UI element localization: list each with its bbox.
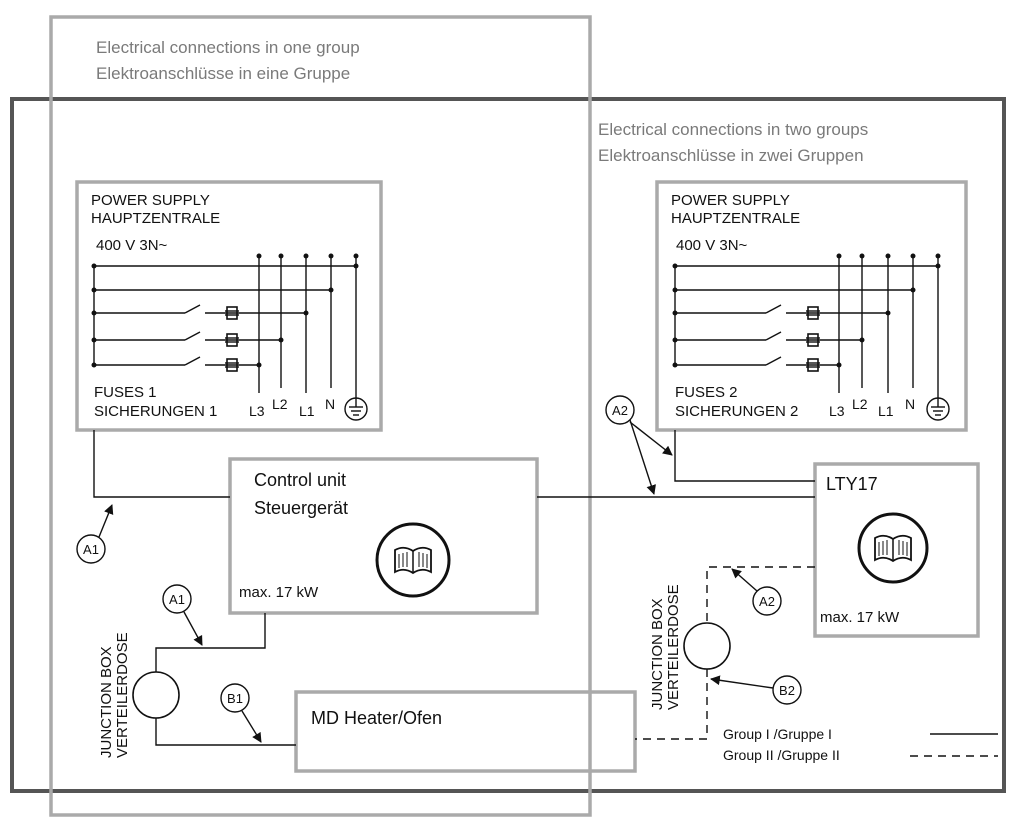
power-supply-2-label-en: POWER SUPPLY xyxy=(671,192,790,209)
terminal-n: N xyxy=(325,396,335,412)
callout-a2-top-label: A2 xyxy=(612,403,628,418)
legend-group-2-label: Group II /Gruppe II xyxy=(723,747,840,763)
power-supply-2-voltage: 400 V 3N~ xyxy=(676,237,748,254)
terminal-l1: L1 xyxy=(878,403,894,419)
earth-icon xyxy=(926,397,950,421)
callout-b2-label: B2 xyxy=(779,683,795,698)
fuses-2-label-en: FUSES 2 xyxy=(675,384,738,401)
junction-box-1-label-en: JUNCTION BOX xyxy=(98,646,115,758)
callout-a1-top-label: A1 xyxy=(83,542,99,557)
power-supply-1-label-de: HAUPTZENTRALE xyxy=(91,210,220,227)
callout-a1-bottom: A1 xyxy=(162,584,203,646)
control-unit: Control unit Steuergerät max. 17 kW xyxy=(228,457,539,615)
legend: Group I /Gruppe I Group II /Gruppe II xyxy=(723,726,998,763)
group-2-wiring xyxy=(635,566,815,740)
fuses-1-label-en: FUSES 1 xyxy=(94,384,157,401)
fuses-2-label-de: SICHERUNGEN 2 xyxy=(675,403,798,420)
callout-b2: B2 xyxy=(710,675,802,705)
callout-a1-bottom-label: A1 xyxy=(169,592,185,607)
power-supply-1-label-en: POWER SUPPLY xyxy=(91,192,210,209)
junction-box-1-label-de: VERTEILERDOSE xyxy=(114,632,131,758)
callout-a2-bottom-label: A2 xyxy=(759,594,775,609)
md-heater: MD Heater/Ofen xyxy=(294,690,637,773)
callout-b1-label: B1 xyxy=(227,691,243,706)
manual-book-icon xyxy=(375,522,451,598)
terminal-l1: L1 xyxy=(299,403,315,419)
control-unit-label-en: Control unit xyxy=(254,470,346,490)
junction-box-1: JUNCTION BOX VERTEILERDOSE xyxy=(98,632,180,758)
terminal-n: N xyxy=(905,396,915,412)
junction-box-2-label-en: JUNCTION BOX xyxy=(649,598,666,710)
lty17-max-power: max. 17 kW xyxy=(820,609,900,626)
terminal-l3: L3 xyxy=(829,403,845,419)
power-supply-2-label-de: HAUPTZENTRALE xyxy=(671,210,800,227)
one-group-frame xyxy=(49,15,592,817)
callout-a2-bottom: A2 xyxy=(731,568,782,616)
junction-box-2-label-de: VERTEILERDOSE xyxy=(665,584,682,710)
lty17-label: LTY17 xyxy=(826,474,878,494)
power-supply-1-voltage: 400 V 3N~ xyxy=(96,237,168,254)
callout-a2-top: A2 xyxy=(605,395,673,495)
callout-b1: B1 xyxy=(220,683,262,743)
power-supply-2: POWER SUPPLY HAUPTZENTRALE 400 V 3N~ xyxy=(655,180,968,432)
group-two-title-de: Elektroanschlüsse in zwei Gruppen xyxy=(598,146,864,165)
callout-a1-top: A1 xyxy=(76,504,114,564)
group-two-title-en: Electrical connections in two groups xyxy=(598,120,868,139)
power-supply-1: POWER SUPPLY HAUPTZENTRALE 400 V 3N~ xyxy=(75,180,383,432)
junction-box-2: JUNCTION BOX VERTEILERDOSE xyxy=(649,584,731,710)
terminal-l2: L2 xyxy=(272,396,288,412)
fuses-1-label-de: SICHERUNGEN 1 xyxy=(94,403,217,420)
terminal-l3: L3 xyxy=(249,403,265,419)
heater-label: MD Heater/Ofen xyxy=(311,708,442,728)
control-unit-max-power: max. 17 kW xyxy=(239,584,319,601)
two-group-frame xyxy=(10,97,1006,793)
group-1-wiring xyxy=(93,430,815,746)
group-one-title-en: Electrical connections in one group xyxy=(96,38,360,57)
control-unit-label-de: Steuergerät xyxy=(254,498,348,518)
earth-icon xyxy=(344,397,368,421)
group-one-title-de: Elektroanschlüsse in eine Gruppe xyxy=(96,64,350,83)
lty17-unit: LTY17 max. 17 kW xyxy=(813,462,980,638)
legend-group-1-label: Group I /Gruppe I xyxy=(723,726,832,742)
manual-book-icon xyxy=(857,512,929,584)
terminal-l2: L2 xyxy=(852,396,868,412)
